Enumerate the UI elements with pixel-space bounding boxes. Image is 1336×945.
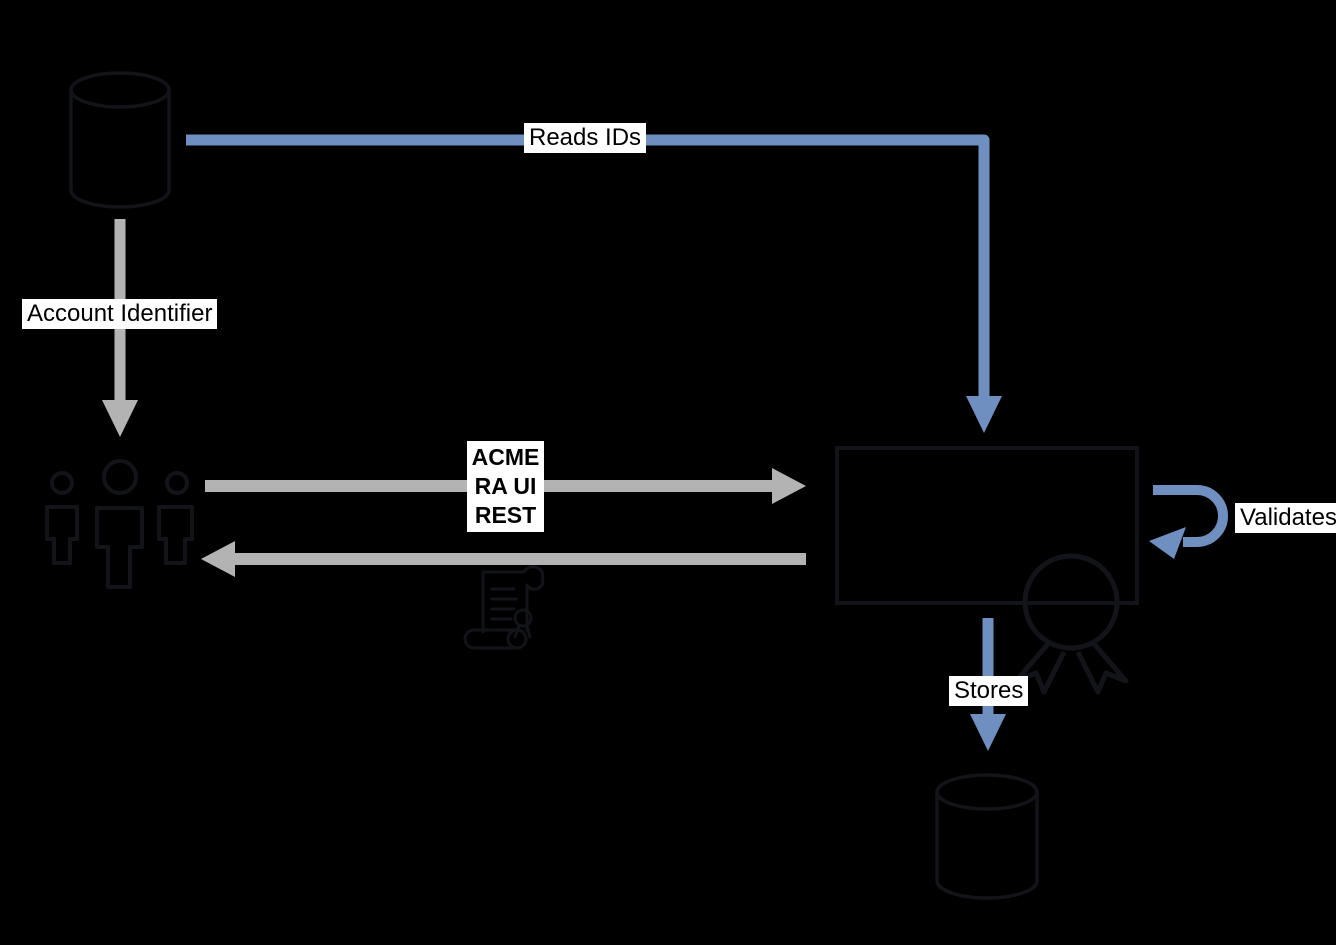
validates-label: Validates bbox=[1235, 503, 1336, 533]
reads-ids-arrowhead bbox=[966, 396, 1002, 433]
acme-label-line2: RA UI bbox=[474, 473, 537, 499]
acme-ra-ui-rest-label: ACME RA UI REST bbox=[467, 441, 544, 532]
account-identifier-arrowhead bbox=[102, 400, 138, 437]
certificate-scroll-icon bbox=[463, 565, 545, 650]
certificate-response-arrow bbox=[201, 541, 806, 577]
validates-arrowhead bbox=[1149, 527, 1186, 559]
source-database-cylinder-icon bbox=[69, 71, 171, 209]
acme-label-line1: ACME bbox=[471, 444, 540, 470]
certificate-ribbon-icon bbox=[1013, 553, 1129, 695]
acme-request-arrowhead bbox=[772, 468, 806, 504]
stores-arrowhead bbox=[970, 714, 1006, 751]
user-group-icon bbox=[45, 459, 194, 589]
certificate-response-arrowhead bbox=[201, 541, 235, 577]
account-identifier-label: Account Identifier bbox=[22, 299, 218, 329]
acme-label-line3: REST bbox=[474, 502, 537, 528]
storage-database-cylinder-icon bbox=[935, 773, 1039, 900]
validates-loop-arrow bbox=[1149, 485, 1228, 559]
reads-ids-arrow bbox=[186, 134, 1002, 433]
reads-ids-label: Reads IDs bbox=[524, 123, 647, 153]
registration-authority-box bbox=[835, 446, 1139, 605]
stores-label: Stores bbox=[949, 676, 1029, 706]
